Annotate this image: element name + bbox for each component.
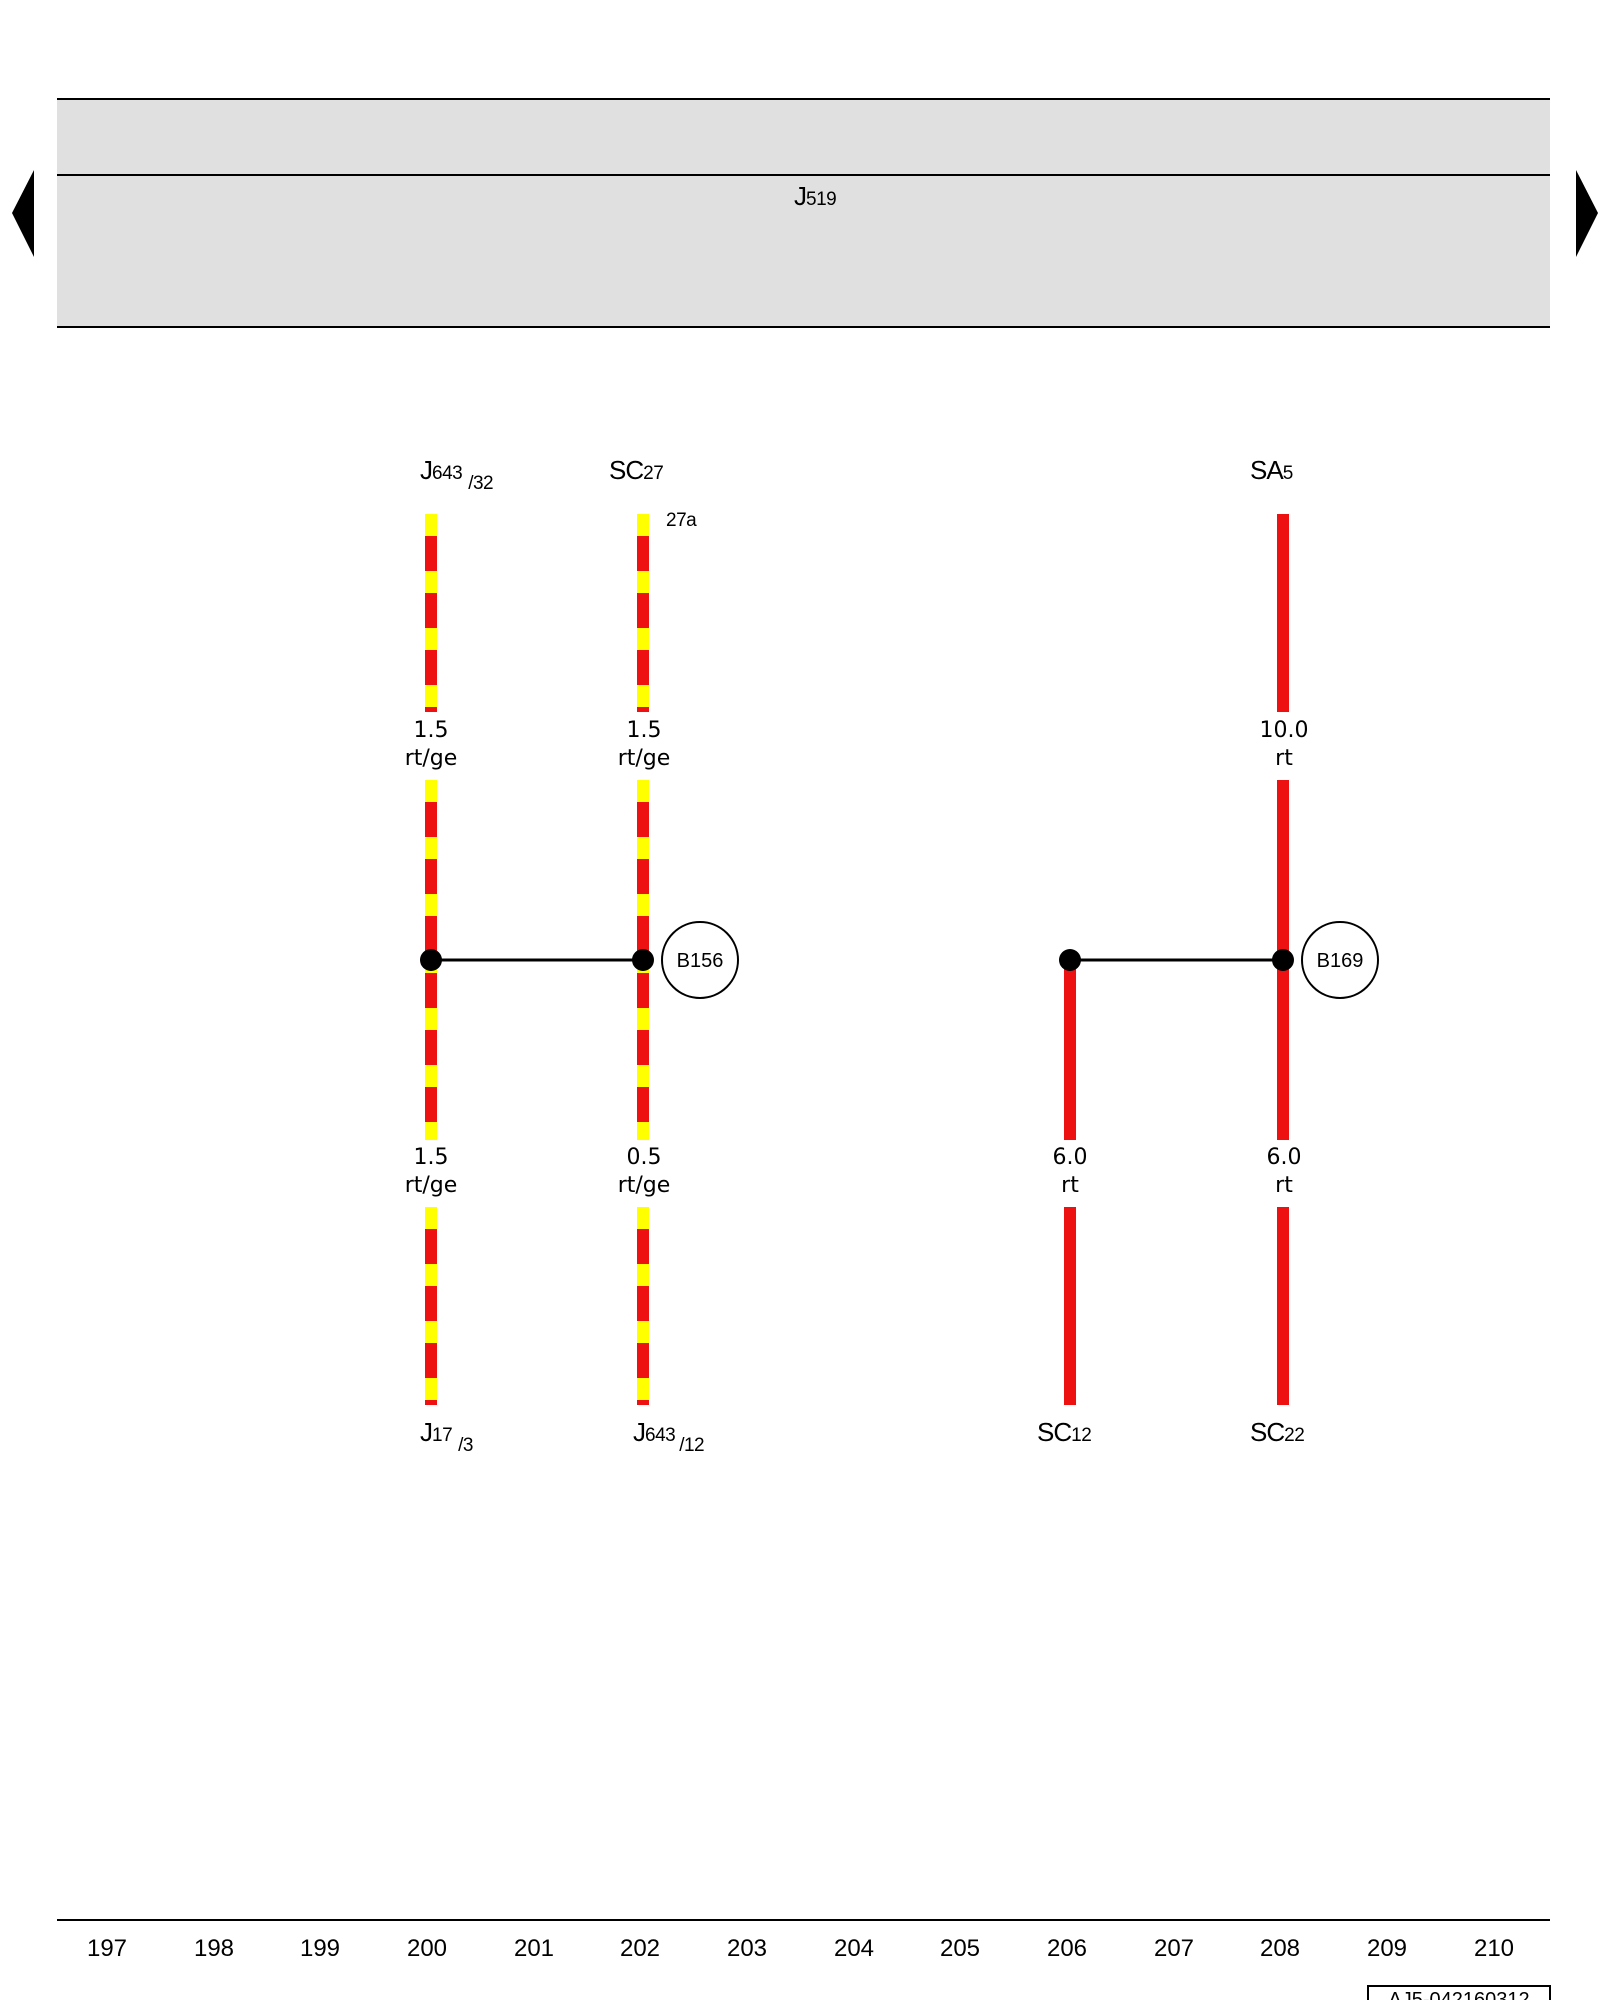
control-unit-label: J519 xyxy=(794,181,836,211)
next-page-arrow-icon[interactable] xyxy=(1576,170,1598,257)
column-number: 199 xyxy=(300,1935,340,1962)
wire-206-bot-color: rt xyxy=(1061,1173,1079,1198)
column-number: 204 xyxy=(834,1935,874,1962)
connection-b169-circle xyxy=(1301,921,1379,999)
column-number: 206 xyxy=(1047,1935,1087,1962)
connection-b156-circle xyxy=(661,921,739,999)
column-number: 208 xyxy=(1260,1935,1300,1962)
doc-ref-label: AJ5-042160312 xyxy=(1388,1989,1529,2000)
connection-b169-label: B169 xyxy=(1317,950,1364,972)
junction-dot-202 xyxy=(632,949,654,971)
wire-202-bot-color: rt/ge xyxy=(618,1173,671,1198)
component-sa5: SA5 xyxy=(1250,455,1293,485)
wire-208-bot-color: rt xyxy=(1275,1173,1293,1198)
wire-202-bot-gauge: 0.5 xyxy=(627,1145,662,1170)
component-j17-3: J17/3 xyxy=(420,1417,473,1456)
column-number: 201 xyxy=(514,1935,554,1962)
junction-dot-200 xyxy=(420,949,442,971)
column-number: 198 xyxy=(194,1935,234,1962)
header-band xyxy=(57,99,1550,327)
component-sc27-pin: 27a xyxy=(666,510,697,531)
column-number: 197 xyxy=(87,1935,127,1962)
doc-ref-box xyxy=(1367,1985,1551,2000)
component-sc27: SC27 xyxy=(609,455,663,485)
wire-206-bot-gauge: 6.0 xyxy=(1053,1145,1088,1170)
column-number: 200 xyxy=(407,1935,447,1962)
junction-dot-206 xyxy=(1059,949,1081,971)
wire-200-bot-color: rt/ge xyxy=(405,1173,458,1198)
component-j643-12: J643/12 xyxy=(633,1417,704,1456)
component-sc22: SC22 xyxy=(1250,1417,1304,1447)
wire-208-top-color: rt xyxy=(1275,746,1293,771)
component-j643-32: J643/32 xyxy=(420,455,493,494)
junction-dot-208 xyxy=(1272,949,1294,971)
wire-200-top-color: rt/ge xyxy=(405,746,458,771)
column-number: 205 xyxy=(940,1935,980,1962)
column-number: 202 xyxy=(620,1935,660,1962)
wire-200-top-gauge: 1.5 xyxy=(414,718,449,743)
connection-b156-label: B156 xyxy=(677,950,724,972)
column-number: 203 xyxy=(727,1935,767,1962)
component-sc12: SC12 xyxy=(1037,1417,1091,1447)
prev-page-arrow-icon[interactable] xyxy=(12,170,34,257)
wire-208-top-gauge: 10.0 xyxy=(1260,718,1309,743)
column-numbers: 197 198 199 200 201 202 203 204 205 206 … xyxy=(87,1935,1514,1962)
wire-208-bot-gauge: 6.0 xyxy=(1267,1145,1302,1170)
column-number: 210 xyxy=(1474,1935,1514,1962)
wire-202-top-gauge: 1.5 xyxy=(627,718,662,743)
column-number: 207 xyxy=(1154,1935,1194,1962)
wire-200-bot-gauge: 1.5 xyxy=(414,1145,449,1170)
wire-202-top-color: rt/ge xyxy=(618,746,671,771)
column-number: 209 xyxy=(1367,1935,1407,1962)
